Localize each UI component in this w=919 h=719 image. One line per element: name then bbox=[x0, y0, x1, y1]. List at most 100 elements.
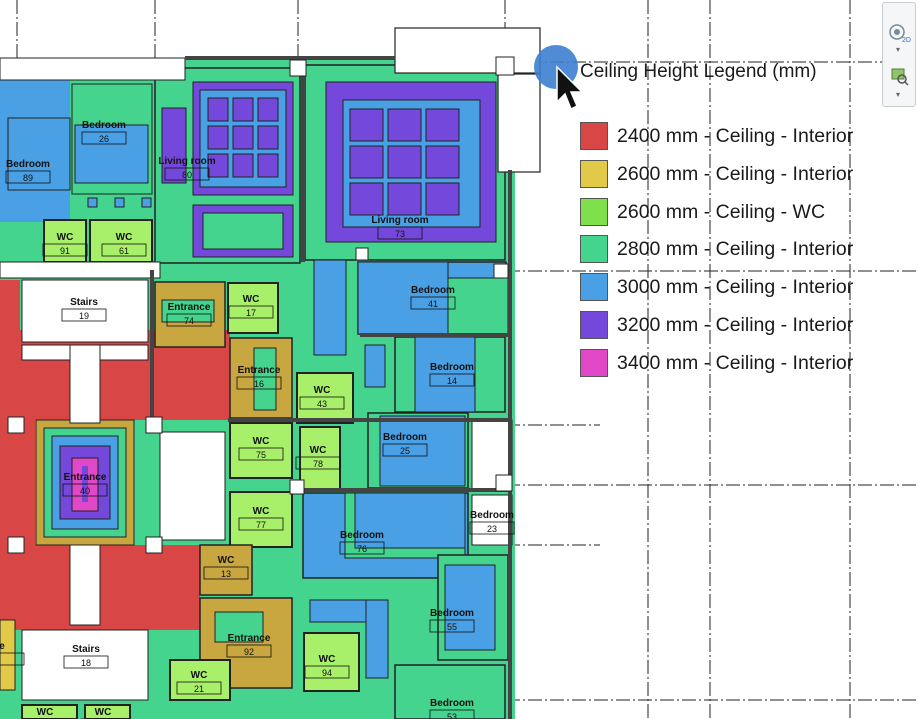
room-number-box bbox=[61, 308, 107, 322]
room-number: 21 bbox=[194, 684, 204, 694]
room-tag[interactable]: Bedroom 26 bbox=[81, 120, 127, 145]
room-name: WC bbox=[37, 707, 54, 718]
room-name: Entrance bbox=[168, 302, 211, 313]
room-name: Entrance bbox=[228, 633, 271, 644]
room-number: 75 bbox=[256, 450, 266, 460]
room-name: Entrance bbox=[64, 472, 107, 483]
room-number-box bbox=[382, 443, 428, 457]
legend-swatch bbox=[580, 348, 608, 377]
room-number-box bbox=[339, 541, 385, 555]
room-number: 41 bbox=[428, 299, 438, 309]
room-number-box bbox=[164, 167, 210, 181]
room-number: 61 bbox=[119, 246, 129, 256]
room-number: 16 bbox=[254, 379, 264, 389]
legend-swatch bbox=[580, 235, 608, 264]
room-number-box bbox=[304, 665, 350, 679]
steering-wheel-button[interactable]: 2D bbox=[887, 21, 911, 44]
legend-item: 3400 mm - Ceiling - Interior bbox=[580, 348, 880, 387]
room-number-box bbox=[81, 131, 127, 145]
legend-item: 2800 mm - Ceiling - Interior bbox=[580, 235, 880, 273]
view-mode-label: 2D bbox=[902, 37, 911, 43]
room-tag[interactable]: WC 94 bbox=[304, 654, 350, 679]
room-number: 77 bbox=[256, 520, 266, 530]
room-name: WC bbox=[310, 445, 327, 456]
room-number-box bbox=[42, 243, 88, 257]
room-name: WC bbox=[218, 555, 235, 566]
room-number: 26 bbox=[99, 134, 109, 144]
room-name: Bedroom bbox=[6, 159, 50, 170]
room-number-box bbox=[429, 619, 475, 633]
room-name: Entrance bbox=[238, 365, 281, 376]
room-name: WC bbox=[319, 654, 336, 665]
room-number-box bbox=[295, 456, 341, 470]
room-name: Stairs bbox=[70, 297, 98, 308]
room-name: Bedroom bbox=[430, 698, 474, 709]
room-number: 23 bbox=[487, 524, 497, 534]
room-tag[interactable]: Bedroom 53 bbox=[429, 698, 475, 719]
legend-label: 3200 mm - Ceiling - Interior bbox=[617, 313, 854, 336]
room-tag[interactable]: WC 17 bbox=[228, 294, 274, 319]
room-tag[interactable]: e bbox=[0, 641, 25, 666]
room-name: Bedroom bbox=[340, 530, 384, 541]
room-tag[interactable]: WC 75 bbox=[238, 436, 284, 461]
steering-wheel-icon: 2D bbox=[889, 24, 911, 44]
room-tag[interactable]: Entrance 16 bbox=[236, 365, 282, 390]
mouse-cursor-icon bbox=[556, 65, 584, 111]
legend-swatch bbox=[580, 273, 608, 302]
room-tag[interactable]: Entrance 40 bbox=[62, 472, 108, 497]
room-name: Bedroom bbox=[383, 432, 427, 443]
room-number: 55 bbox=[447, 622, 457, 632]
room-name: Bedroom bbox=[82, 120, 126, 131]
ceiling-regions bbox=[0, 27, 541, 719]
room-number-box bbox=[0, 652, 25, 666]
legend-label: 2800 mm - Ceiling - Interior bbox=[617, 238, 854, 261]
room-tag[interactable]: WC bbox=[80, 707, 126, 719]
room-name: Living room bbox=[158, 156, 215, 167]
room-number-box bbox=[203, 566, 249, 580]
room-number: 25 bbox=[400, 446, 410, 456]
legend-swatch bbox=[580, 197, 608, 226]
room-number: 40 bbox=[80, 486, 90, 496]
zoom-button[interactable] bbox=[887, 65, 911, 87]
room-name: WC bbox=[253, 436, 270, 447]
room-number: 53 bbox=[447, 712, 457, 719]
room-tag[interactable]: Bedroom 25 bbox=[382, 432, 428, 457]
room-number-box bbox=[226, 644, 272, 658]
legend-item: 3200 mm - Ceiling - Interior bbox=[580, 310, 880, 349]
room-name: Bedroom bbox=[470, 510, 514, 521]
room-number: 94 bbox=[322, 668, 332, 678]
room-number-box bbox=[469, 521, 515, 535]
columns bbox=[7, 56, 515, 554]
room-number: 17 bbox=[246, 308, 256, 318]
chevron-down-icon[interactable]: ▾ bbox=[896, 90, 901, 99]
chevron-down-icon[interactable]: ▾ bbox=[896, 45, 901, 54]
walls bbox=[150, 56, 512, 719]
room-tag[interactable]: WC bbox=[22, 707, 68, 719]
room-tag[interactable]: Bedroom 23 bbox=[469, 510, 515, 535]
view-control-bar[interactable]: 2D ▾ ▾ bbox=[882, 2, 916, 107]
room-name: WC bbox=[243, 294, 260, 305]
room-number-box bbox=[5, 170, 51, 184]
room-number-box bbox=[101, 243, 147, 257]
room-name: WC bbox=[314, 385, 331, 396]
